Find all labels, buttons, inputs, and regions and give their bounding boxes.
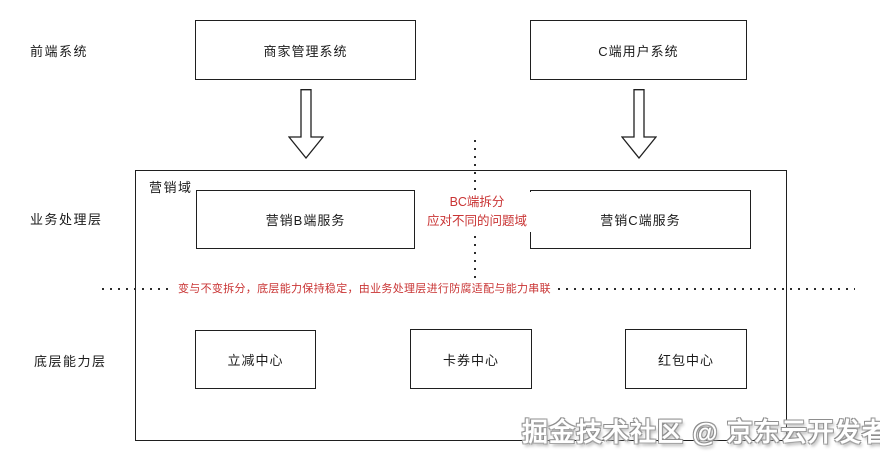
box-merchant-management-system: 商家管理系统 (195, 20, 416, 80)
box-c-user-system: C端用户系统 (530, 20, 747, 80)
marketing-domain-label: 营销域 (149, 180, 193, 195)
down-arrow-icon (288, 89, 324, 159)
box-red-packet-center: 红包中心 (625, 329, 747, 389)
watermark-text: 掘金技术社区 @ 京东云开发者 (522, 417, 880, 447)
bc-split-annotation-line2: 应对不同的问题域 (426, 213, 527, 228)
bc-split-annotation-line1: BC端拆分 (449, 195, 505, 209)
layer-label-frontend: 前端系统 (30, 44, 89, 59)
box-instant-discount-center: 立减中心 (195, 330, 316, 389)
stability-annotation: 变与不变拆分，底层能力保持稳定，由业务处理层进行防腐适配与能力串联 (174, 281, 555, 299)
down-arrow-icon (621, 89, 657, 159)
marketing-domain-container (135, 170, 787, 441)
box-marketing-b-service: 营销B端服务 (196, 190, 415, 249)
box-coupon-center: 卡券中心 (410, 329, 532, 389)
bc-split-annotation: BC端拆分 应对不同的问题域 (416, 192, 538, 232)
box-marketing-c-service: 营销C端服务 (530, 190, 751, 249)
layer-label-capability: 底层能力层 (34, 354, 107, 369)
layer-label-business: 业务处理层 (30, 212, 103, 227)
